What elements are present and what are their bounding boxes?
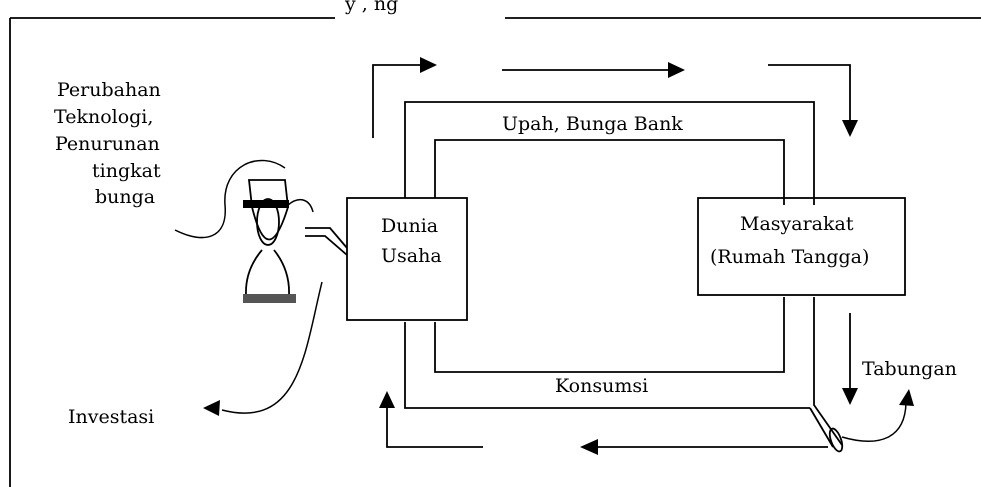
tabungan-label: Tabungan [862, 358, 957, 380]
external-factors-label: Perubahan Teknologi, Penurunan tingkat b… [54, 79, 161, 208]
konsumsi-label: Konsumsi [555, 375, 648, 397]
hourglass-funnel-icon [174, 159, 348, 303]
external-factor-line-1: Perubahan [57, 79, 161, 101]
tabungan-flow [841, 313, 914, 442]
upah-channel [404, 101, 815, 205]
dunia-usaha-line-2: Usaha [381, 245, 442, 267]
dunia-usaha-line-1: Dunia [381, 215, 438, 237]
top-flow-arrows [372, 57, 858, 138]
external-factor-line-5: bunga [95, 186, 155, 208]
konsumsi-channel [404, 297, 844, 453]
header-fragment-text: y , ng [344, 0, 398, 15]
outer-frame [9, 17, 981, 487]
external-factor-line-2: Teknologi, [54, 106, 153, 128]
external-factor-line-3: Penurunan [55, 133, 160, 155]
masyarakat-box [697, 197, 906, 296]
bottom-flow-arrows [379, 391, 828, 455]
masyarakat-line-1: Masyarakat [740, 213, 854, 235]
masyarakat-line-2: (Rumah Tangga) [710, 246, 869, 268]
investasi-label: Investasi [68, 406, 154, 428]
dunia-usaha-box [346, 197, 468, 321]
external-factor-line-4: tingkat [92, 160, 161, 182]
upah-label: Upah, Bunga Bank [502, 113, 683, 135]
investasi-flow [203, 281, 323, 416]
